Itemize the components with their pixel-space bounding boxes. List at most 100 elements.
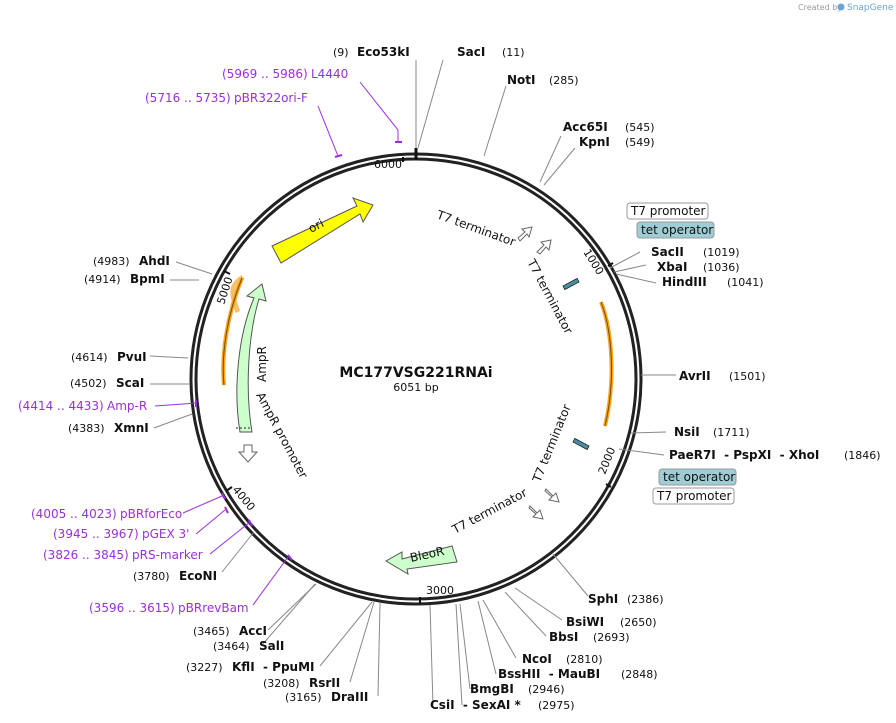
site-name-eco53ki: Eco53kI (357, 45, 410, 59)
tick-label-6000: 6000 (374, 158, 402, 171)
site-name-econi: EcoNI (179, 569, 217, 583)
site-name-sphi: SphI (588, 592, 618, 606)
snapgene-logo-icon (837, 3, 845, 11)
primer-range-pbrforeco: (4005 .. 4023) (31, 507, 117, 521)
primer-range-pgex3: (3945 .. 3967) (53, 527, 139, 541)
plasmid-name: MC177VSG221RNAi (339, 365, 492, 381)
site-pos-draiii: (3165) (285, 691, 322, 704)
site-name-bpmi: BpmI (130, 272, 165, 286)
site-pos-nsii: (1711) (713, 426, 750, 439)
site-name-acc65i: Acc65I (563, 120, 608, 134)
site-name-xmni: XmnI (114, 421, 149, 435)
ampr-feature (236, 283, 267, 433)
site-name-scai: ScaI (116, 376, 144, 390)
t7-terminator-arrow-1 (517, 226, 533, 242)
t7-terminator-arrow-3 (544, 488, 560, 503)
site-pos-xhoi: (1846) (844, 449, 881, 462)
site-name-bbsi: BbsI (549, 630, 578, 644)
site-name-kpni: KpnI (579, 135, 610, 149)
site-name-acci: AccI (239, 624, 267, 638)
site-pos-bmgbi: (2946) (528, 683, 565, 696)
brand-prefix: Created by (798, 3, 842, 12)
tet-operator-top-box (636, 221, 715, 239)
site-name-sexai: CsiI - SexAI * (430, 698, 521, 712)
t7-promoter-bottom-box (652, 487, 735, 505)
site-name-saci: SacI (457, 45, 485, 59)
t7-promoter-top-label: T7 promoter (630, 204, 706, 218)
site-pos-sexai: (2975) (538, 699, 575, 712)
tick-marks (223, 157, 614, 604)
site-name-noti: NotI (507, 73, 536, 87)
site-name-xhoi: PaeR7I - PspXI - XhoI (669, 448, 819, 462)
primer-range-l4440: (5969 .. 5986) (222, 67, 308, 81)
ori-label: ori (306, 216, 326, 236)
site-name-rsrii: RsrII (309, 676, 340, 690)
primer-range-pbrrevbam: (3596 .. 3615) (89, 601, 175, 615)
site-name-bmgbi: BmgBI (470, 682, 514, 696)
site-pos-ahdi: (4983) (93, 255, 130, 268)
site-name-xbai: XbaI (657, 260, 687, 274)
primer-name-pbrforeco: pBRforEco (120, 507, 182, 521)
tet-operator-mark-bottom (572, 437, 590, 451)
site-leader-lines (149, 59, 676, 706)
primer-leader-lines (154, 81, 399, 606)
t7-terminator-label-3: T7 terminator (529, 402, 573, 485)
primer-name-ampr: Amp-R (107, 399, 147, 413)
primer-name-pbrrevbam: pBRrevBam (178, 601, 249, 615)
site-name-ppumi: KflI - PpuMI (232, 660, 315, 674)
t7-terminator-label-1: T7 terminator (434, 207, 517, 249)
plasmid-length: 6051 bp (393, 381, 438, 394)
t7-terminator-arrow-2 (536, 239, 552, 255)
primer-range-pbr322ori: (5716 .. 5735) (145, 91, 231, 105)
t7-terminator-label-2: T7 terminator (524, 256, 576, 336)
site-pos-ncoi: (2810) (566, 653, 603, 666)
ori-feature (271, 197, 374, 264)
tet-operator-top-label: tet operator (641, 223, 713, 237)
ampr-promoter-label: AmpR promoter (253, 390, 310, 481)
site-pos-sphi: (2386) (627, 593, 664, 606)
site-name-nsii: NsiI (674, 425, 700, 439)
site-name-ahdi: AhdI (139, 254, 170, 268)
site-pos-saci: (11) (502, 46, 525, 59)
site-name-avrii: AvrII (679, 369, 711, 383)
site-name-sali: SalI (259, 639, 284, 653)
site-pos-pvui: (4614) (71, 351, 108, 364)
t7-promoter-bottom-label: T7 promoter (656, 489, 732, 503)
t7-terminator-arrow-4 (528, 505, 544, 520)
primer-marks (195, 141, 402, 561)
site-pos-maubi: (2848) (621, 668, 658, 681)
site-name-maubi: BssHII - MauBI (498, 667, 600, 681)
site-pos-xbai: (1036) (703, 261, 740, 274)
site-pos-bpmi: (4914) (84, 273, 121, 286)
site-pos-avrii: (1501) (729, 370, 766, 383)
site-pos-xmni: (4383) (68, 422, 105, 435)
site-pos-bbsi: (2693) (593, 631, 630, 644)
primer-name-pgex3: pGEX 3' (142, 527, 189, 541)
tick-label-3000: 3000 (426, 584, 454, 597)
site-name-pvui: PvuI (117, 350, 147, 364)
site-name-bsiwi: BsiWI (566, 615, 604, 629)
site-pos-bsiwi: (2650) (620, 616, 657, 629)
site-pos-acc65i: (545) (625, 121, 655, 134)
t7-terminator-label-4: T7 terminator (449, 486, 529, 538)
site-pos-hindiii: (1041) (727, 276, 764, 289)
brand-name: SnapGene (847, 3, 894, 13)
site-name-ncoi: NcoI (522, 652, 552, 666)
tet-operator-bottom-box (658, 468, 737, 486)
ampr-promoter-arrow (237, 444, 259, 463)
site-pos-sacii: (1019) (703, 246, 740, 259)
primer-range-prsmarker: (3826 .. 3845) (43, 548, 129, 562)
site-name-hindiii: HindIII (662, 275, 707, 289)
site-pos-kpni: (549) (625, 136, 655, 149)
primer-name-l4440: L4440 (311, 67, 348, 81)
tet-operator-bottom-label: tet operator (663, 470, 735, 484)
site-pos-ppumi: (3227) (186, 661, 223, 674)
site-pos-sali: (3464) (213, 640, 250, 653)
orange-arc-right-core (600, 301, 613, 427)
ampr-label: AmpR (255, 346, 269, 382)
site-pos-rsrii: (3208) (263, 677, 300, 690)
site-pos-econi: (3780) (133, 570, 170, 583)
primer-name-pbr322ori: pBR322ori-F (234, 91, 308, 105)
site-name-draiii: DraIII (331, 690, 368, 704)
